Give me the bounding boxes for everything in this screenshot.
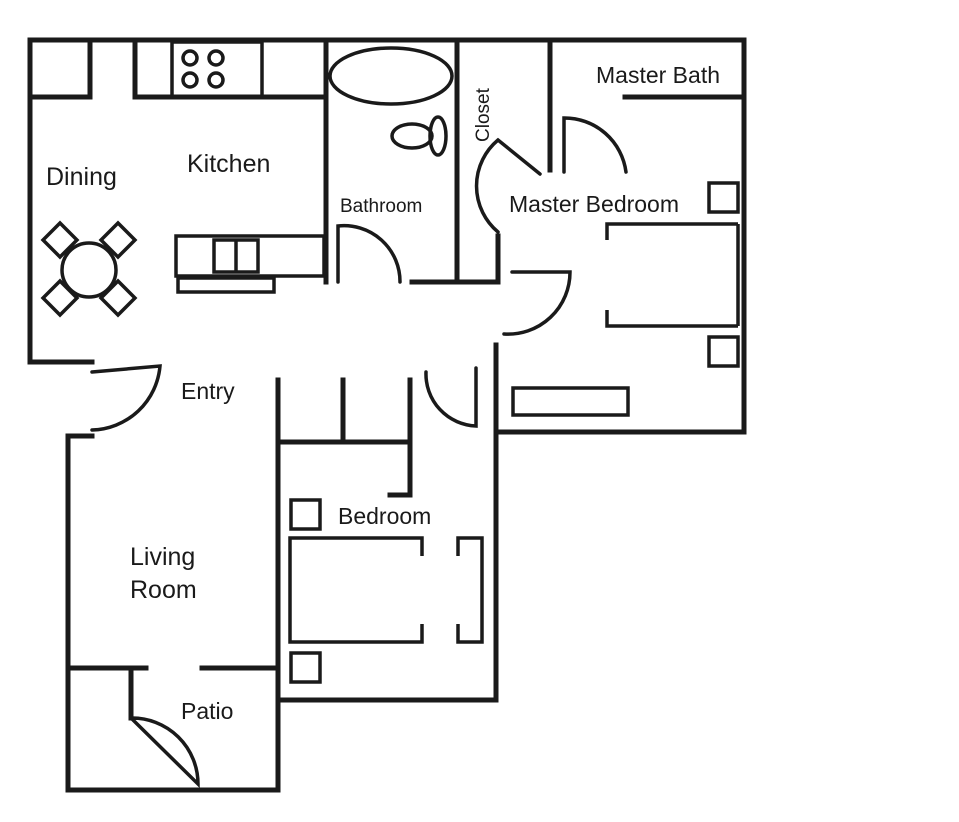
kitchen-fixtures [170, 40, 326, 294]
closet-door [474, 137, 542, 234]
nightstand [707, 335, 740, 368]
bed [288, 536, 424, 644]
master-bedroom-door [502, 270, 572, 336]
dining-table [40, 220, 138, 318]
dining-label: Dining [46, 163, 117, 191]
bathroom-door [336, 223, 402, 284]
dresser [456, 536, 484, 644]
master-bath-door [562, 116, 628, 174]
toilet-bowl [390, 122, 434, 150]
bathroom-fixtures [328, 46, 454, 157]
kitchen-counter [174, 234, 326, 278]
kitchen-label: Kitchen [187, 150, 270, 178]
dresser [511, 386, 630, 417]
master-bed [605, 222, 738, 328]
living-room-label-line1: Living [130, 543, 195, 571]
bathroom-label: Bathroom [340, 196, 422, 217]
doors [90, 116, 628, 789]
bathtub [328, 46, 454, 106]
patio-label: Patio [181, 698, 233, 724]
toilet-tank [428, 115, 448, 157]
walls [27, 37, 747, 793]
patio-door [129, 716, 200, 789]
nightstand [707, 181, 740, 214]
entry-label: Entry [181, 378, 235, 404]
entry-door [90, 364, 162, 432]
bedroom-furniture [288, 498, 484, 684]
stove [170, 40, 264, 99]
master-bath-label: Master Bath [596, 62, 720, 88]
room-labels: Dining Kitchen Bathroom Closet Master Ba… [46, 62, 720, 724]
bedroom-label: Bedroom [338, 503, 431, 529]
master-bedroom-label: Master Bedroom [509, 191, 679, 217]
bedroom-door [424, 366, 478, 428]
nightstand [289, 498, 322, 531]
nightstand [289, 651, 322, 684]
master-bedroom-furniture [511, 181, 740, 417]
living-room-label-line2: Room [130, 576, 197, 604]
closet-label: Closet [473, 87, 494, 142]
kitchen-bar [176, 276, 276, 294]
